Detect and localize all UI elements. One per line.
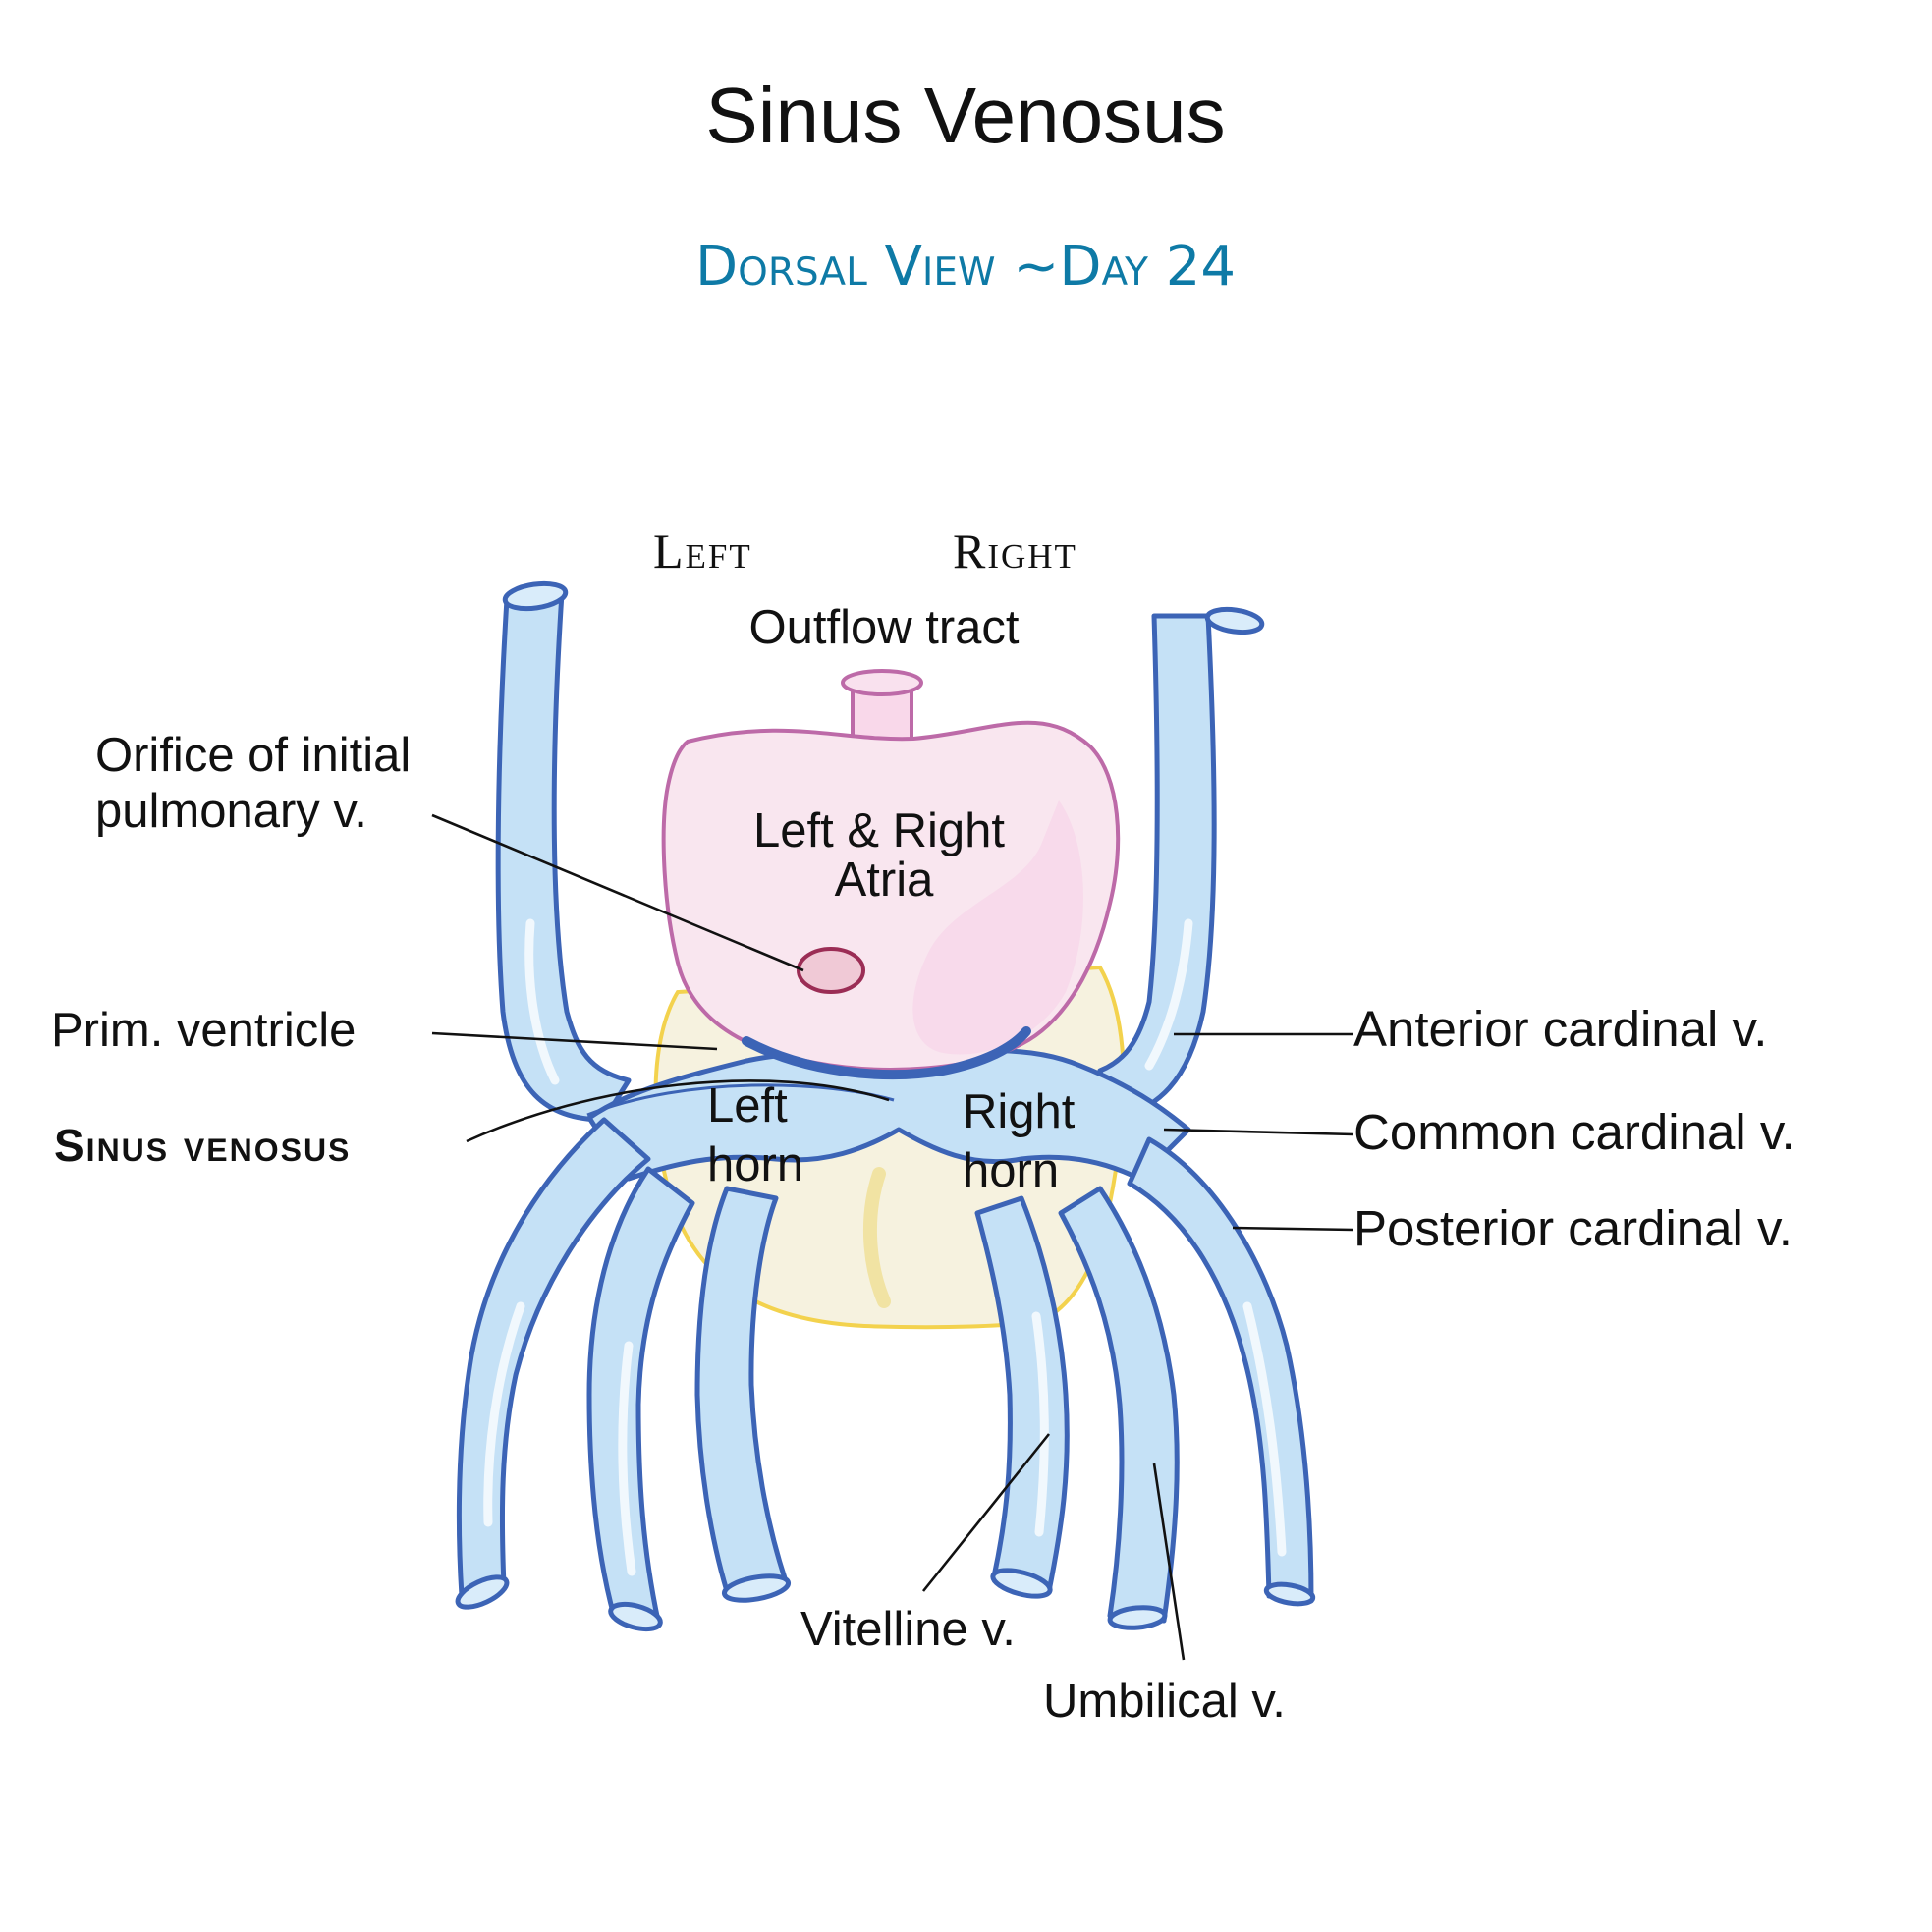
- page-title: Sinus Venosus: [705, 72, 1225, 159]
- pulmonary-orifice-label-line2: pulmonary v.: [95, 785, 367, 838]
- pulmonary-orifice-label-line1: Orifice of initial: [95, 729, 411, 782]
- outflow-tract-opening: [843, 671, 921, 694]
- anterior-cardinal-label: Anterior cardinal v.: [1353, 1001, 1767, 1057]
- right-orientation-label: Right: [953, 524, 1077, 579]
- prim-ventricle-label: Prim. ventricle: [51, 1004, 356, 1057]
- umbilical-label: Umbilical v.: [1043, 1675, 1286, 1728]
- left-orientation-label: Left: [653, 524, 752, 579]
- atria-label-line1: Left & Right: [753, 804, 1005, 857]
- common-cardinal-label: Common cardinal v.: [1353, 1104, 1795, 1160]
- right-anterior-cardinal-opening: [1206, 606, 1264, 635]
- posterior-cardinal-label: Posterior cardinal v.: [1353, 1200, 1793, 1256]
- common-cardinal-leader: [1164, 1130, 1353, 1134]
- vitelline-label: Vitelline v.: [800, 1603, 1016, 1656]
- sinus-venosus-label: Sinus venosus: [54, 1120, 351, 1171]
- left-horn-label-line2: horn: [707, 1138, 803, 1191]
- right-horn-label-line1: Right: [963, 1085, 1076, 1138]
- posterior-cardinal-leader: [1233, 1228, 1353, 1230]
- right-horn-label-line2: horn: [963, 1144, 1059, 1197]
- page-subtitle: Dorsal View ~Day 24: [695, 235, 1236, 299]
- left-horn-label-line1: Left: [707, 1079, 788, 1132]
- pulmonary-orifice: [799, 949, 863, 992]
- left-umbilical-vein: [589, 1169, 692, 1621]
- right-umbilical-vein: [1061, 1188, 1177, 1621]
- atria-label-line2: Atria: [835, 854, 935, 907]
- outflow-tract-label: Outflow tract: [748, 601, 1019, 654]
